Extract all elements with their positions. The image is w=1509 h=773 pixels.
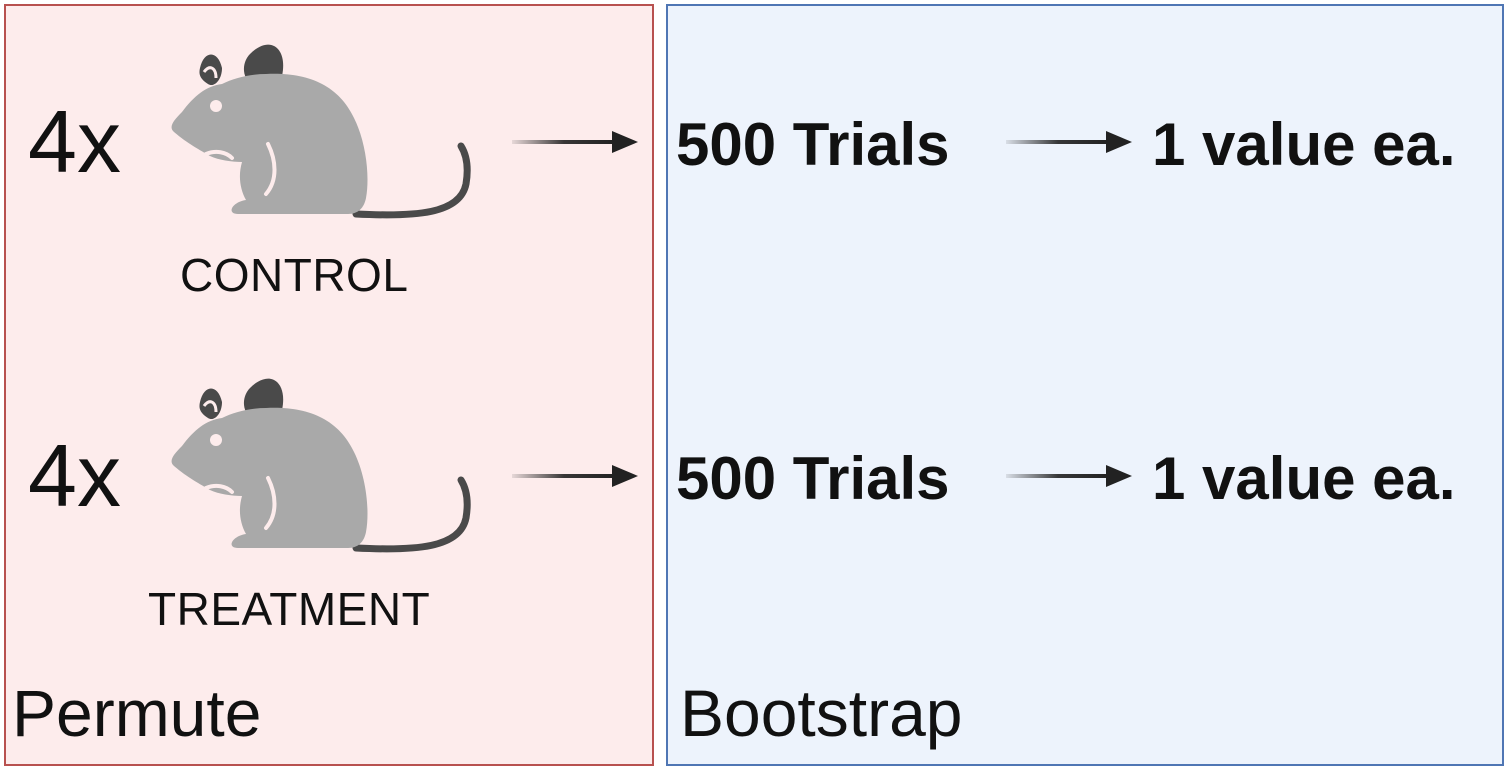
arrow-icon (512, 465, 638, 487)
treatment-label: TREATMENT (148, 583, 431, 635)
bootstrap-result-2: 1 value ea. (1152, 445, 1456, 512)
bootstrap-trials-2: 500 Trials (676, 445, 950, 512)
permute-label: Permute (12, 676, 262, 750)
control-label: CONTROL (180, 249, 409, 301)
control-count: 4x (28, 92, 121, 191)
bootstrap-result-1: 1 value ea. (1152, 111, 1456, 178)
treatment-count: 4x (28, 426, 121, 525)
mouse-icon (171, 44, 471, 219)
mouse-icon (171, 378, 471, 553)
bootstrap-label: Bootstrap (680, 676, 963, 750)
arrow-icon (1006, 465, 1132, 487)
bootstrap-trials-1: 500 Trials (676, 111, 950, 178)
bootstrap-panel (666, 4, 1504, 766)
arrow-icon (1006, 131, 1132, 153)
arrow-icon (512, 131, 638, 153)
